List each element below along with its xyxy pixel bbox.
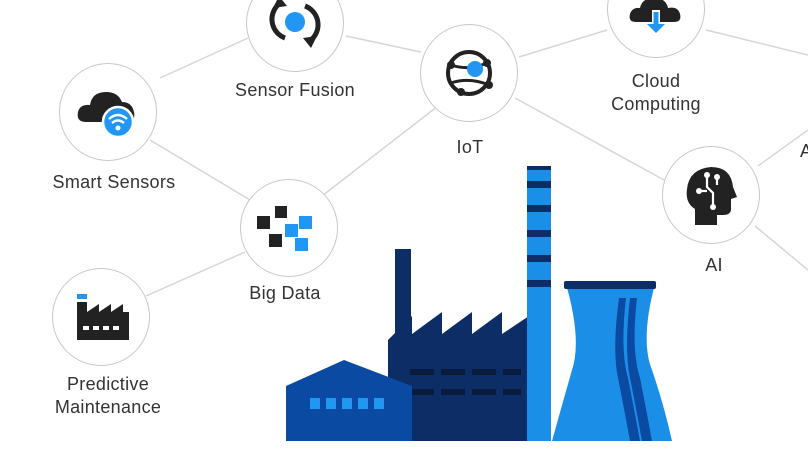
edge-smart-bigdata [149, 139, 251, 201]
smokestack-stripes [527, 166, 551, 287]
edge-sensorfusion-iot [345, 35, 422, 53]
cooling-tower-rim [564, 281, 656, 289]
label-iot: IoT [456, 137, 484, 157]
factory-building [388, 312, 535, 441]
label-ai: AI [705, 255, 723, 275]
warehouse-body [286, 386, 412, 441]
edge-iot-ai [514, 97, 665, 181]
edge-iot-cloud [518, 29, 608, 58]
refresh-arrows-icon [269, 0, 321, 48]
edge-predictive-bigdata [145, 251, 246, 297]
label-big-data: Big Data [249, 283, 321, 303]
label-predictive-maintenance: Predictive Maintenance [54, 374, 162, 417]
edge-smart-sensorfusion [159, 37, 249, 79]
label-partial-offscreen: A [800, 141, 808, 161]
warehouse-roof [286, 360, 412, 386]
edge-bigdata-iot [321, 105, 439, 197]
cooling-tower-stripe-2 [627, 298, 652, 441]
edge-ai-offscreen-bottom [754, 225, 808, 271]
edge-cloud-offscreen [705, 29, 808, 56]
label-smart-sensors: Smart Sensors [52, 172, 176, 192]
cooling-tower-stripe-1 [615, 298, 640, 441]
label-cloud-computing: Cloud Computing [611, 71, 701, 114]
cloud-download-icon [629, 0, 681, 34]
brain-circuit-head-icon [686, 167, 737, 225]
data-blocks-icon [257, 206, 312, 251]
label-sensor-fusion: Sensor Fusion [235, 80, 355, 100]
warehouse-windows [310, 398, 384, 409]
edge-ai-offscreen-top [757, 129, 808, 167]
factory-windows [410, 369, 521, 395]
network-globe-icon [446, 50, 493, 96]
cooling-tower [552, 284, 672, 441]
cloud-wifi-icon [77, 92, 135, 138]
factory-icon [77, 294, 129, 340]
